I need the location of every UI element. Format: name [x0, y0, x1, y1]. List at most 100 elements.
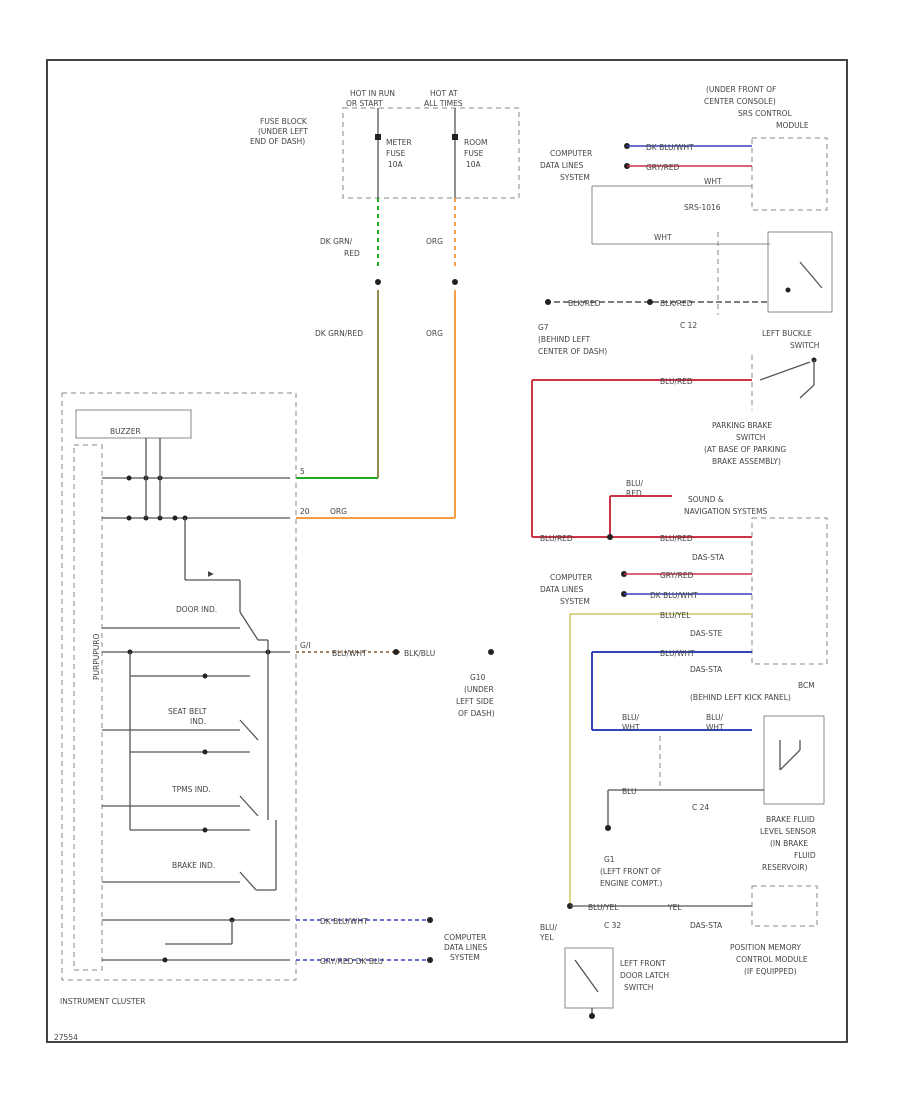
sound-nav-label-2: NAVIGATION SYSTEMS: [684, 507, 768, 516]
hot-run-label: HOT IN RUN: [350, 89, 395, 98]
parking-label: PARKING BRAKE: [712, 421, 772, 430]
diode-symbol: ▶: [208, 569, 214, 578]
brake-fluid-label-3: (IN BRAKE: [770, 839, 808, 848]
brake-fluid-label-5: RESERVOIR): [762, 863, 808, 872]
room-fuse-label: ROOM: [464, 138, 488, 147]
srs-cds-label-3: SYSTEM: [560, 173, 590, 182]
wire-label-gryred-srs: GRY/RED: [646, 163, 680, 172]
left-buckle-label-2: SWITCH: [790, 341, 819, 350]
meter-fuse-label: METER: [386, 138, 412, 147]
c24-label: C 24: [692, 803, 709, 812]
c32-label: C 32: [604, 921, 621, 930]
wire-label-wht-srs: WHT: [704, 177, 722, 186]
cluster-cds-label-3: SYSTEM: [450, 953, 480, 962]
cluster-data-lines: DK BLU/WHT GRY/RED DK BLU COMPUTER DATA …: [296, 917, 487, 966]
g7-label-2: (BEHIND LEFT: [538, 335, 591, 344]
door-ind-label: DOOR IND.: [176, 605, 217, 614]
wire-label-dkgrn-red-2: RED: [344, 249, 360, 258]
wire-label-blk-left: BLK/RED: [568, 299, 601, 308]
nav-cds-label-3: SYSTEM: [560, 597, 590, 606]
parking-label-2: SWITCH: [736, 433, 765, 442]
parking-label-3: (AT BASE OF PARKING: [704, 445, 786, 454]
instrument-cluster-label: INSTRUMENT CLUSTER: [60, 997, 145, 1006]
g7-label: G7: [538, 323, 549, 332]
wire-label-dkblu-nav: DK BLU/WHT: [650, 591, 698, 600]
nav-cds-label-2: DATA LINES: [540, 585, 583, 594]
fuse-block-label-3: END OF DASH): [250, 137, 305, 146]
g7-label-3: CENTER OF DASH): [538, 347, 607, 356]
fuse-block-box: [342, 107, 520, 199]
srs-control-module: (UNDER FRONT OF CENTER CONSOLE) SRS CONT…: [540, 85, 828, 245]
g1-label-3: ENGINE COMPT.): [600, 879, 662, 888]
pin-label-g: G/I: [300, 641, 311, 650]
connector-c-label: DAS-STA: [690, 665, 723, 674]
connector-d-label: DAS-STA: [690, 921, 723, 930]
fuse-feed-wires: DK GRN/ RED ORG DK GRN/RED ORG: [296, 198, 458, 519]
srs-label-2: CENTER CONSOLE): [704, 97, 776, 106]
diagram-reference: 27554: [54, 1033, 78, 1042]
tpms-ind-label: TPMS IND.: [171, 785, 211, 794]
nav-cds-label: COMPUTER: [550, 573, 592, 582]
parking-brake-switch: BLU/RED PARKING BRAKE SWITCH (AT BASE OF…: [531, 355, 817, 537]
g1-label: G1: [604, 855, 615, 864]
position-memory-module: BLU/YEL YEL C 32 DAS-STA POSITION MEMORY…: [567, 614, 818, 976]
wire-label-blu-red-nav-l: BLU/RED: [540, 534, 573, 543]
wire-label-cluster-data-2: GRY/RED DK BLU: [320, 957, 383, 966]
position-memory-label-3: (IF EQUIPPED): [744, 967, 797, 976]
cluster-vertical-label: PURPUPURO: [92, 634, 101, 680]
wire-label-bluyel-pm: BLU/YEL: [588, 903, 619, 912]
sound-navigation: BLU/ RED SOUND & NAVIGATION SYSTEMS BLU/…: [532, 479, 828, 730]
srs-module-box: [751, 137, 828, 211]
wire-label-dkgrn-red: DK GRN/: [320, 237, 353, 246]
hot-run-label-2: OR START: [346, 99, 383, 108]
door-latch-box: [564, 947, 614, 1009]
wire-label-blu-d-2: WHT: [706, 723, 724, 732]
wire-label-org-top: ORG: [426, 237, 443, 246]
pin-label-20: 20: [300, 507, 310, 516]
parking-label-4: BRAKE ASSEMBLY): [712, 457, 781, 466]
wire-label-blu-wht-cluster: BLU/WHT: [332, 649, 367, 658]
room-fuse-terminal: [452, 134, 458, 140]
hot-all-label-2: ALL TIMES: [424, 99, 463, 108]
wire-label-blu-red-nav: BLU/: [626, 479, 643, 488]
srs-connector-label: SRS-1016: [684, 203, 721, 212]
srs-cds-label: COMPUTER: [550, 149, 592, 158]
srs-label: (UNDER FRONT OF: [706, 85, 776, 94]
wire-label-blu-c-2: WHT: [622, 723, 640, 732]
cluster-cds-label-2: DATA LINES: [444, 943, 487, 952]
door-latch-label-2: DOOR LATCH: [620, 971, 669, 980]
wire-label-blu-door: BLU/: [540, 923, 557, 932]
wire-label-dkblu-srs: DK BLU/WHT: [646, 143, 694, 152]
splice-green: [375, 279, 381, 285]
seat-belt-label: SEAT BELT: [168, 707, 207, 716]
door-latch-switch: BLU/ YEL LEFT FRONT DOOR LATCH SWITCH: [539, 923, 669, 1019]
pin-label-org: ORG: [330, 507, 347, 516]
srs-label-4: MODULE: [776, 121, 809, 130]
fuse-block-label-2: (UNDER LEFT: [258, 127, 308, 136]
position-memory-label-2: CONTROL MODULE: [736, 955, 808, 964]
brake-ind-label: BRAKE IND.: [172, 861, 215, 870]
wire-label-org-mid: ORG: [426, 329, 443, 338]
instrument-cluster-box: [61, 392, 297, 981]
wire-label-blk-blu: BLK/BLU: [404, 649, 435, 658]
nav-module-box: [751, 517, 828, 665]
meter-fuse-terminal: [375, 134, 381, 140]
position-memory-label: POSITION MEMORY: [730, 943, 801, 952]
wire-label-blu-red-pb: BLU/RED: [660, 377, 693, 386]
wire-label-blu-red-nav-2: RED: [626, 489, 642, 498]
meter-fuse-label-3: 10A: [388, 160, 404, 169]
instrument-cluster: BUZZER PURPUPURO 5 20 ORG ▶ DOOR IND. G/…: [60, 392, 347, 1006]
wire-label-blu-red-nav-r: BLU/RED: [660, 534, 693, 543]
connector-a-label: DAS-STA: [692, 553, 725, 562]
wire-label-blu-c24: BLU: [622, 787, 636, 796]
pin-label-5: 5: [300, 467, 305, 476]
g10-label-3: LEFT SIDE: [456, 697, 494, 706]
room-fuse-label-3: 10A: [466, 160, 482, 169]
wire-label-wht-buckle: WHT: [654, 233, 672, 242]
fuse-block-label: FUSE BLOCK: [260, 117, 308, 126]
fuse-block: HOT IN RUN OR START HOT AT ALL TIMES FUS…: [250, 89, 520, 199]
wire-label-cluster-data-1: DK BLU/WHT: [320, 917, 368, 926]
room-fuse-label-2: FUSE: [464, 149, 484, 158]
srs-cds-label-2: DATA LINES: [540, 161, 583, 170]
